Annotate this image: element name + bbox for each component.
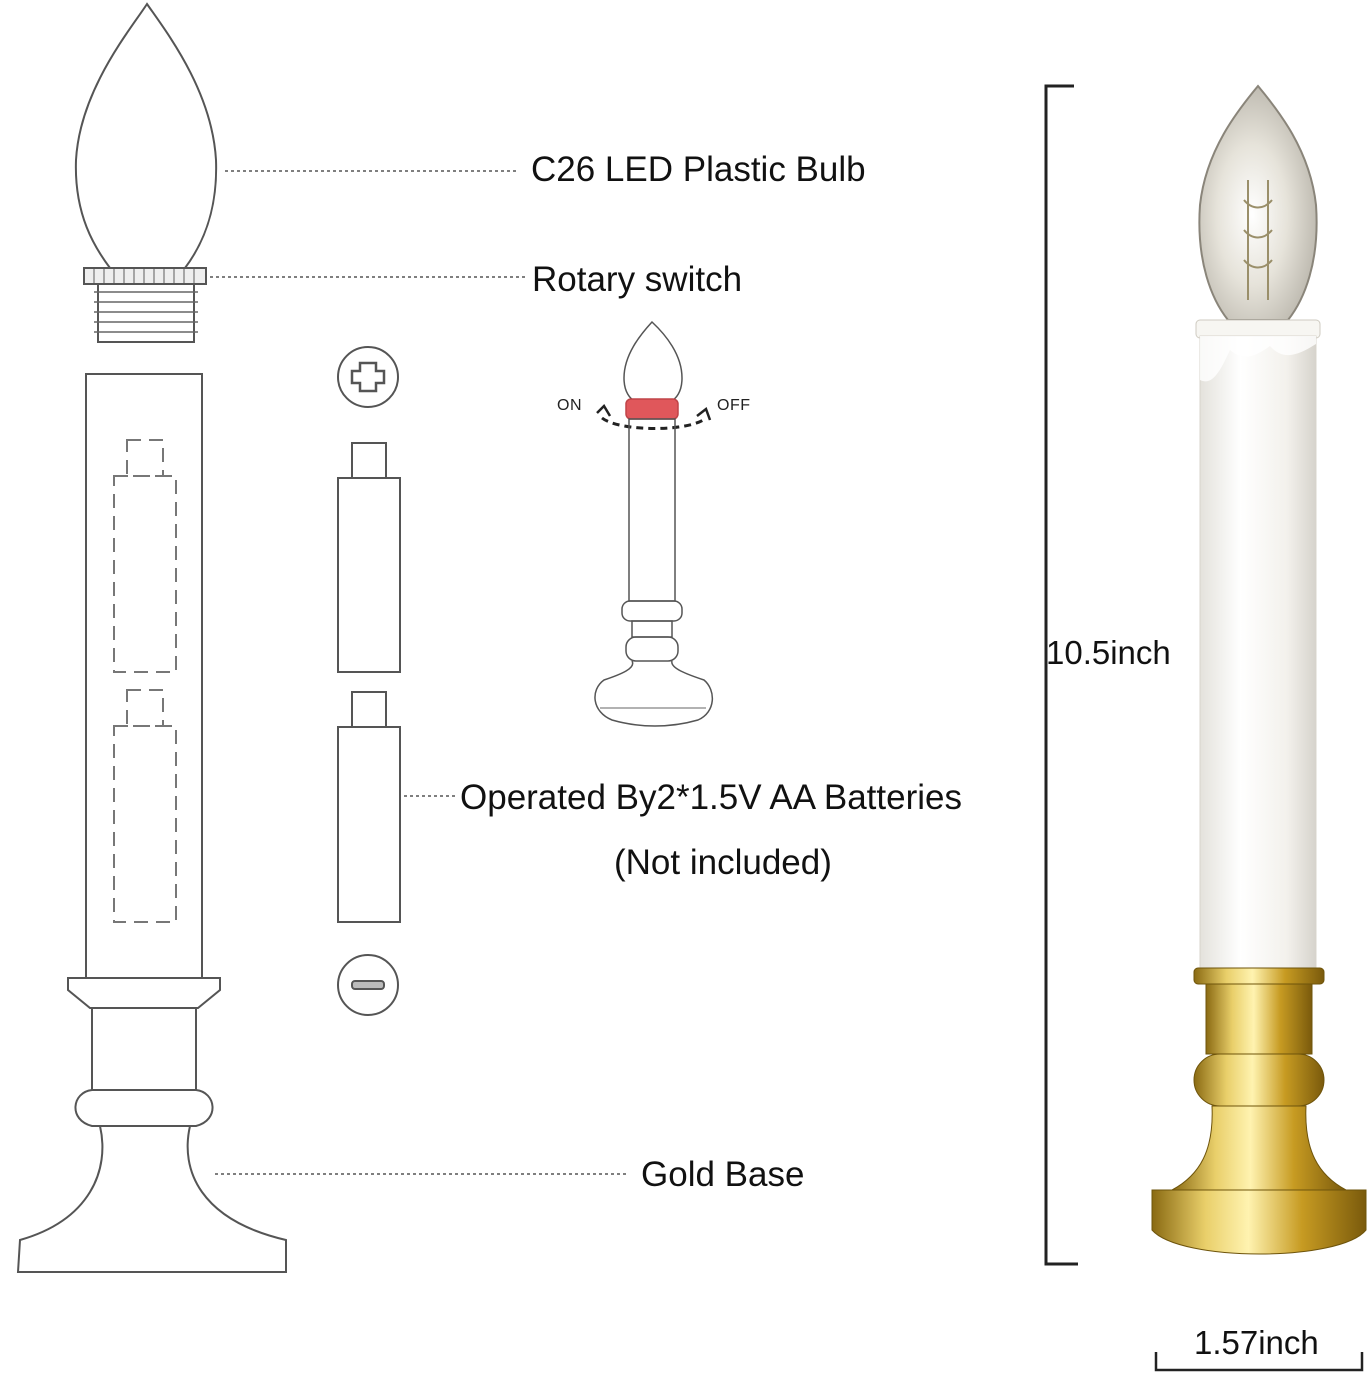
candle-photo — [1151, 84, 1367, 1255]
battery-slots — [113, 439, 177, 923]
candle-tube — [85, 373, 203, 979]
rotation-arrow — [601, 416, 707, 430]
switch-off-label: OFF — [717, 397, 751, 414]
threaded-socket — [97, 283, 195, 343]
rotary-switch-ring — [83, 267, 207, 285]
height-bracket — [1044, 84, 1078, 1266]
mini-tube — [628, 418, 676, 602]
switch-on-label: ON — [557, 397, 582, 414]
photo-bulb — [1198, 84, 1318, 321]
mini-switch-ring — [625, 398, 679, 420]
battery-note-label: (Not included) — [614, 843, 832, 882]
photo-gold-base — [1151, 967, 1367, 1255]
battery-column — [337, 346, 401, 1016]
switch-diagram — [594, 320, 713, 727]
plus-icon — [337, 346, 399, 408]
height-dimension-label: 10.5inch — [1046, 634, 1171, 671]
leader-lines — [210, 170, 628, 1175]
width-dimension-label: 1.57inch — [1194, 1324, 1319, 1361]
battery-2 — [337, 691, 401, 923]
candle-base — [16, 977, 287, 1273]
exploded-candle — [16, 2, 287, 1273]
battery-callout-label: Operated By2*1.5V AA Batteries — [460, 778, 962, 817]
mini-bulb — [623, 320, 683, 403]
bulb-callout-label: C26 LED Plastic Bulb — [531, 150, 866, 189]
width-bracket — [1154, 1352, 1364, 1372]
photo-tube — [1199, 335, 1317, 973]
bulb-outline — [74, 2, 218, 269]
switch-callout-label: Rotary switch — [532, 260, 743, 299]
mini-base — [594, 660, 713, 727]
base-callout-label: Gold Base — [641, 1155, 805, 1194]
minus-icon — [337, 954, 399, 1016]
battery-1 — [337, 442, 401, 673]
